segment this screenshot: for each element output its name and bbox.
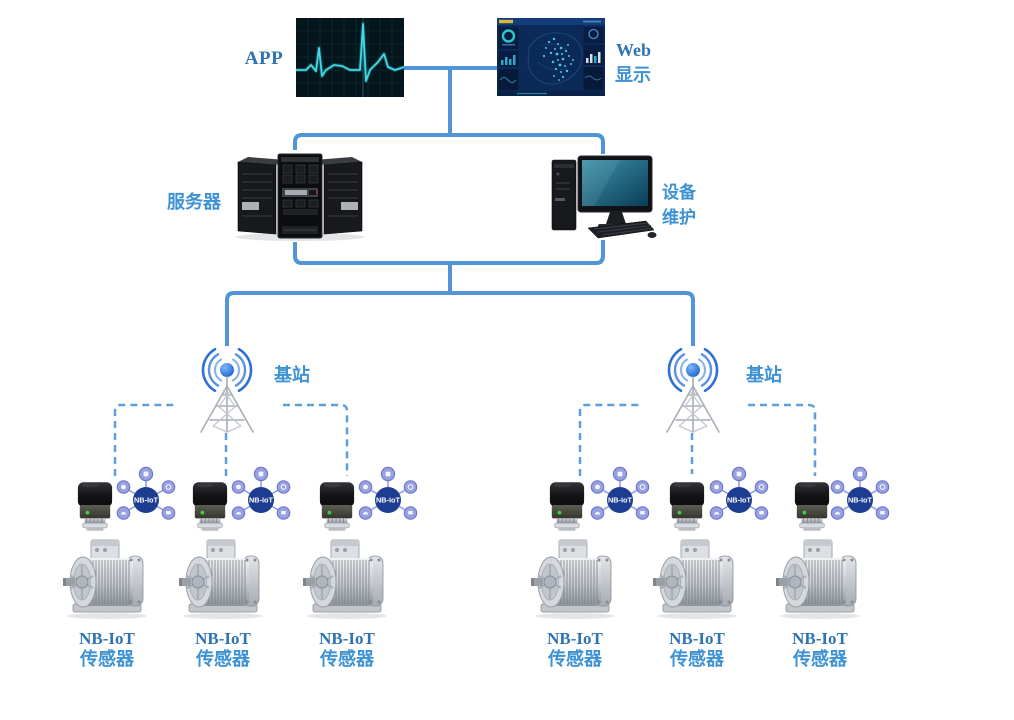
sensor-label-line2: 传感器	[670, 649, 724, 670]
base-station-label-left: 基站	[274, 365, 310, 386]
device-maintenance-label-line1: 设备	[662, 183, 696, 203]
web-label-line2: 显示	[615, 65, 651, 86]
sensor-unit-label: NB-IoT 传感器	[47, 629, 167, 671]
server-label: 服务器	[167, 192, 221, 213]
nbiot-network-icon	[112, 466, 180, 534]
nbiot-network-icon	[586, 466, 654, 534]
sensor-label-line1: NB-IoT	[195, 629, 251, 648]
vibration-sensor-icon	[548, 480, 586, 532]
base-station-icon-right	[655, 344, 731, 436]
sensor-label-line1: NB-IoT	[792, 629, 848, 648]
bracket-devices-to-bus	[293, 240, 605, 265]
motor-image	[531, 538, 619, 620]
nbiot-network-icon	[705, 466, 773, 534]
app-screenshot-image	[296, 18, 404, 97]
web-label-line1: Web	[616, 40, 652, 60]
vibration-sensor-icon	[76, 480, 114, 532]
base-station-icon-left	[189, 344, 265, 436]
motor-image	[63, 538, 151, 620]
app-label: APP	[244, 48, 284, 69]
web-dashboard-image	[497, 18, 605, 96]
nbiot-network-icon	[354, 466, 422, 534]
bracket-bus-to-basestations	[225, 291, 695, 346]
sensor-unit-label: NB-IoT 传感器	[515, 629, 635, 671]
sensor-label-line2: 传感器	[80, 649, 134, 670]
sensor-label-line2: 传感器	[548, 649, 602, 670]
vibration-sensor-icon	[318, 480, 356, 532]
motor-image	[179, 538, 267, 620]
vibration-sensor-icon	[191, 480, 229, 532]
sensor-unit-label: NB-IoT 传感器	[637, 629, 757, 671]
sensor-label-line2: 传感器	[793, 649, 847, 670]
sensor-unit-label: NB-IoT 传感器	[760, 629, 880, 671]
sensor-unit-label: NB-IoT 传感器	[287, 629, 407, 671]
motor-image	[653, 538, 741, 620]
nbiot-network-icon	[227, 466, 295, 534]
sensor-label-line1: NB-IoT	[669, 629, 725, 648]
nbiot-network-icon	[826, 466, 894, 534]
device-maintenance-label-line2: 维护	[662, 208, 696, 228]
vibration-sensor-icon	[668, 480, 706, 532]
sensor-label-line1: NB-IoT	[79, 629, 135, 648]
sensor-label-line2: 传感器	[196, 649, 250, 670]
sensor-label-line1: NB-IoT	[319, 629, 375, 648]
server-rack-image	[230, 142, 370, 242]
sensor-label-line1: NB-IoT	[547, 629, 603, 648]
desktop-computer-image	[548, 150, 658, 240]
base-station-label-right: 基站	[746, 365, 782, 386]
motor-image	[776, 538, 864, 620]
motor-image	[303, 538, 391, 620]
sensor-unit-label: NB-IoT 传感器	[163, 629, 283, 671]
sensor-label-line2: 传感器	[320, 649, 374, 670]
